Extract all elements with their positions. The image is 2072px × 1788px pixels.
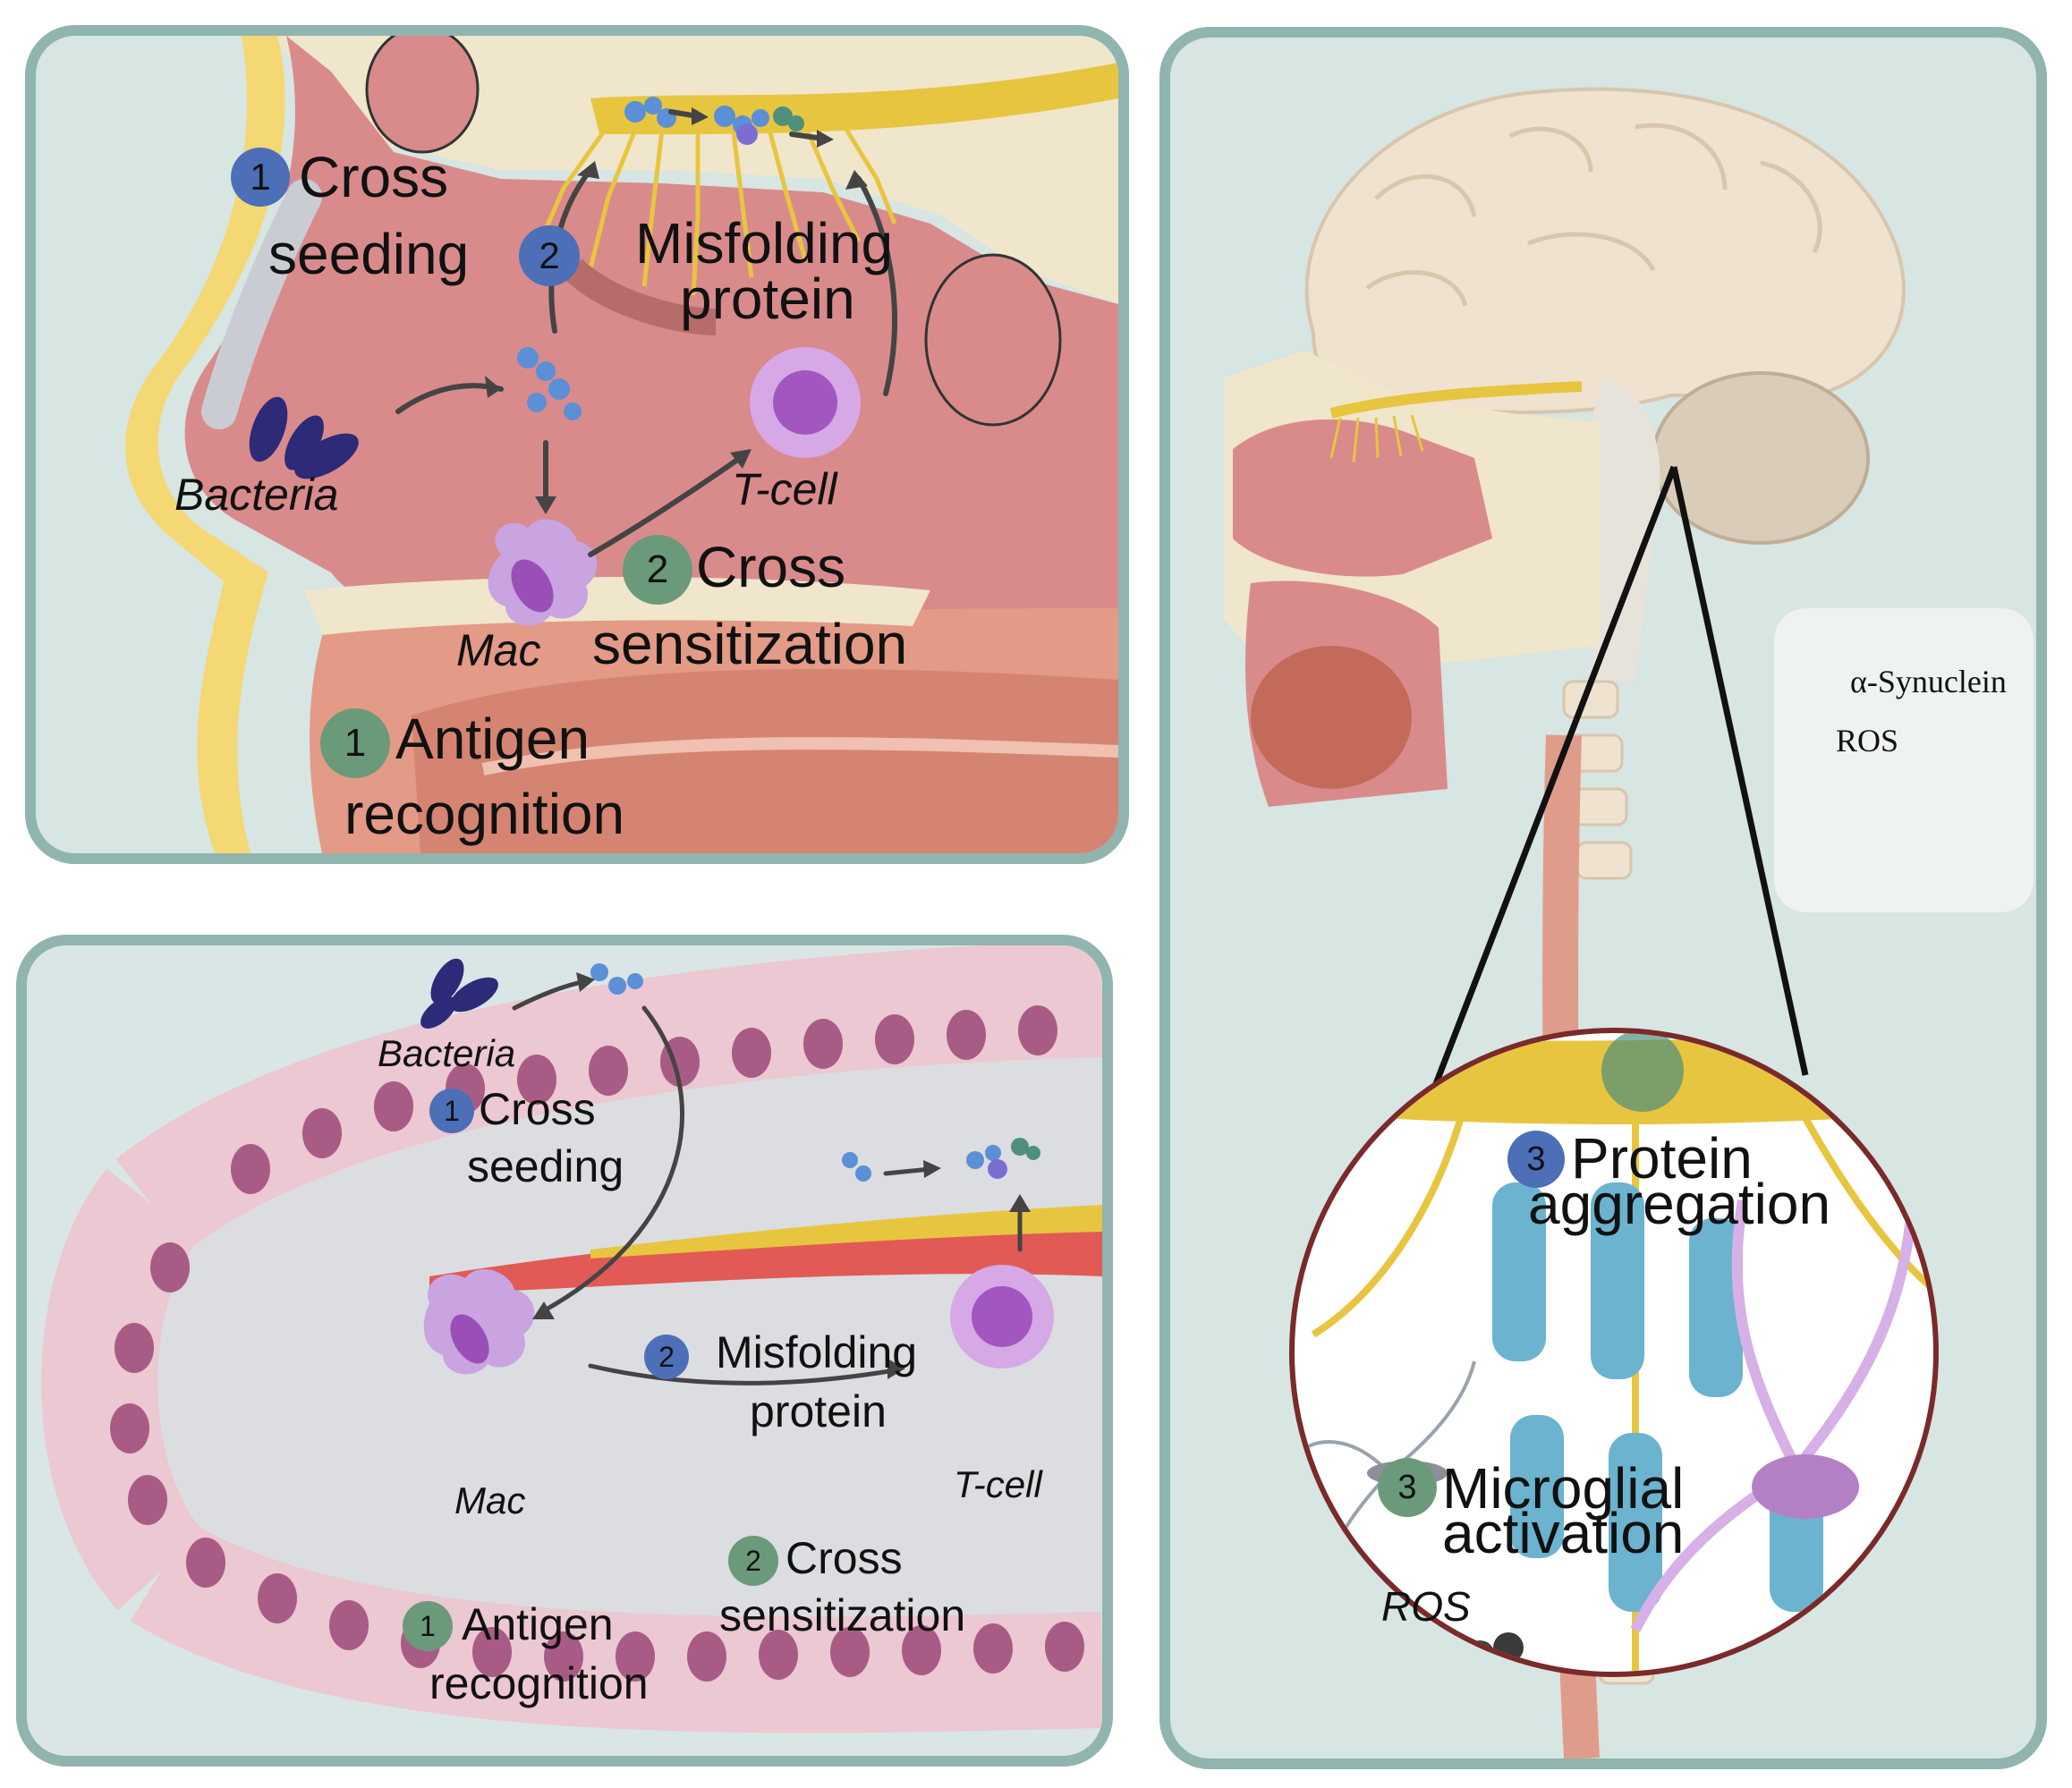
antigen-recognition-label: Antigen: [395, 707, 590, 771]
protein-aggregation-label: Protein: [1571, 1126, 1753, 1191]
t-cell-label: T-cell: [954, 1463, 1042, 1505]
step-number-badge: 3: [1378, 1458, 1437, 1517]
antigen-recognition-label: recognition: [344, 782, 625, 846]
step-number-badge: 2: [644, 1335, 689, 1379]
cross-sensitization-label: Cross: [785, 1533, 903, 1583]
cross-seeding-label: Cross: [299, 145, 449, 209]
step-number-badge: 2: [728, 1536, 778, 1586]
step-number-badge: 1: [403, 1601, 453, 1651]
antigen-recognition-label: Antigen: [462, 1599, 614, 1649]
cross-sensitization-label: sensitization: [592, 612, 908, 676]
misfolding-protein-label: Misfolding: [716, 1327, 918, 1377]
step-number-badge: 1: [429, 1089, 474, 1133]
step-number-badge: 2: [519, 225, 580, 286]
nasal-cavity-illustration: [125, 36, 1118, 853]
t-cell-label: T-cell: [732, 464, 837, 514]
cross-seeding-label: seeding: [467, 1141, 624, 1191]
cross-seeding-label: seeding: [268, 222, 470, 286]
microglial-activation-label: activation: [1442, 1501, 1685, 1565]
misfolding-protein-label: Misfolding: [635, 211, 894, 275]
misfolding-protein-label: protein: [750, 1386, 887, 1436]
brain-head-illustration: [1224, 87, 1939, 1758]
ros-label: ROS: [1381, 1583, 1471, 1630]
step-number-badge: 1: [231, 148, 290, 207]
step-number-badge: 2: [623, 535, 692, 605]
step-number-badge: 1: [320, 708, 390, 778]
protein-aggregation-label: aggregation: [1528, 1172, 1831, 1236]
bacteria-label: Bacteria: [378, 1032, 516, 1074]
bacteria-label: Bacteria: [174, 470, 339, 520]
step-number-badge: 3: [1507, 1131, 1565, 1188]
brain-panel: α-Synuclein ROS 3 Protein aggregation 3 …: [1159, 27, 2047, 1769]
legend-ros: ROS: [1836, 723, 1899, 758]
cross-sensitization-label: sensitization: [719, 1590, 966, 1640]
gut-panel: Bacteria 1 Cross seeding 2 Misfolding pr…: [16, 935, 1113, 1767]
gut-epithelium-illustration: [27, 945, 1102, 1756]
misfolding-protein-label: protein: [680, 267, 855, 331]
cross-seeding-label: Cross: [479, 1084, 596, 1134]
microglial-activation-label: Microglial: [1442, 1456, 1685, 1521]
macrophage-label: Mac: [456, 625, 541, 675]
macrophage-label: Mac: [454, 1479, 526, 1521]
nasal-panel: 1 Cross seeding 2 Misfolding protein Bac…: [25, 25, 1129, 864]
cross-sensitization-label: Cross: [696, 535, 846, 599]
legend: [1774, 608, 2034, 912]
legend-alpha-synuclein: α-Synuclein: [1850, 664, 2007, 699]
antigen-recognition-label: recognition: [429, 1658, 649, 1708]
